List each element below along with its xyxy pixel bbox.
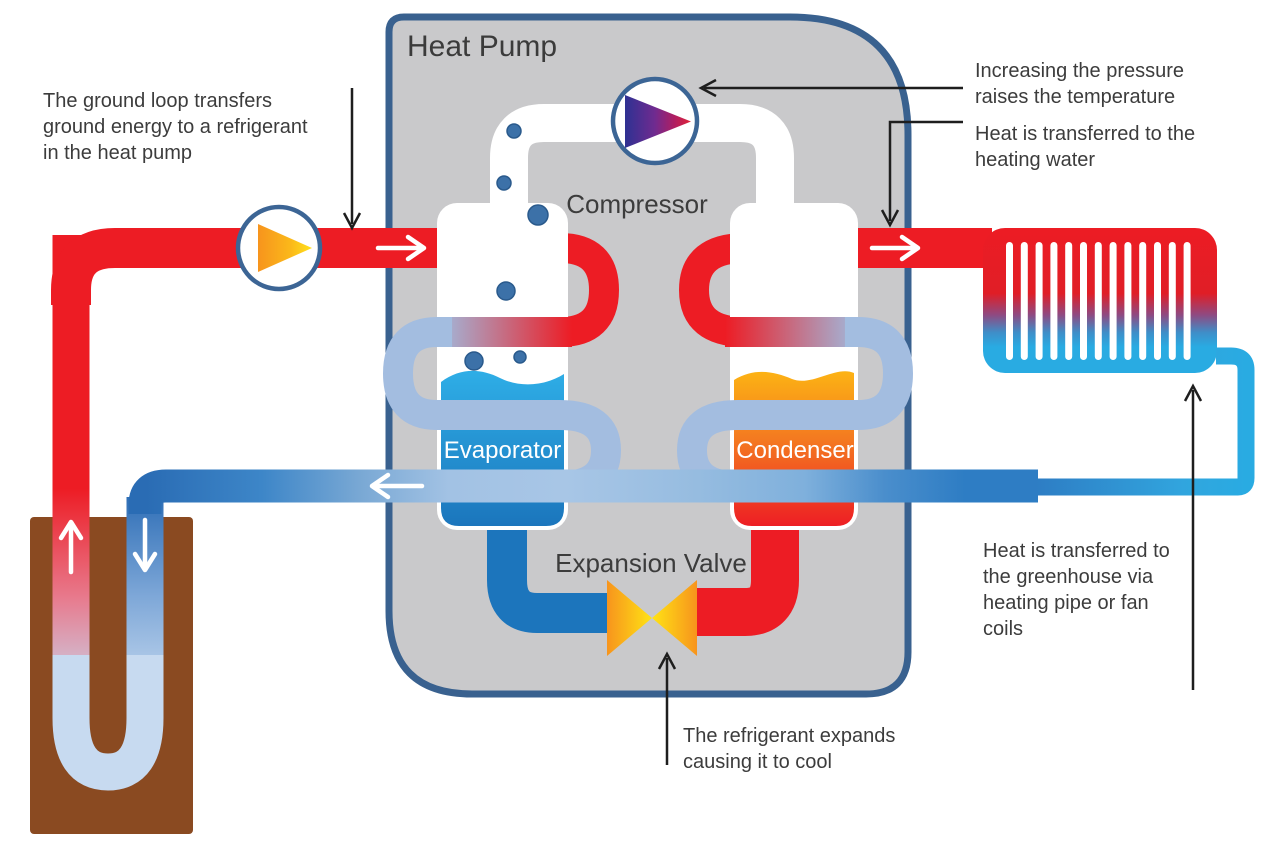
annotation-arrow-radiator [1183,383,1203,690]
annotation-line: heating water [975,149,1096,171]
annotation-arrow-compressor [698,78,963,98]
flow-arrow-down-ground [132,517,158,573]
circulation-pump-icon [235,204,323,292]
compressor-label: Compressor [566,189,708,219]
annotation-line: Increasing the pressure [975,60,1185,82]
compressor-icon [610,76,700,166]
annotation-line: heating pipe or fan [983,592,1149,614]
ground-loop-utube [52,640,164,791]
refrigerant-bubbles [464,123,549,371]
annotation-line: The ground loop transfers [43,90,273,112]
annotation-line: causing it to cool [683,751,832,773]
ground-supply-pipe [51,228,560,305]
evaporator-coil-hot [500,233,620,347]
annotation-arrows [342,78,1203,765]
annotation-expansion: The refrigerant expands causing it to co… [683,723,895,775]
annotation-arrow-valve [657,651,677,765]
condenser-coil-hot [678,233,805,347]
annotation-arrow-supply-down [342,88,362,231]
condenser-label: Condenser [736,437,854,464]
annotation-pressure: Increasing the pressure raises the tempe… [975,58,1184,110]
return-pipe-main [128,469,1038,514]
annotation-line: Heat is transferred to the [975,123,1196,145]
flow-arrow-left-return [369,472,425,500]
annotation-line: ground energy to a refrigerant [43,116,308,138]
annotation-line: Heat is transferred to [983,540,1170,562]
expansion-valve-label: Expansion Valve [555,548,747,578]
flow-arrow-up-ground [58,519,84,575]
annotation-line: coils [983,618,1024,640]
flow-arrows [58,234,921,575]
flow-arrow-right-supply [375,234,427,262]
annotation-heating-water: Heat is transferred to the heating water [975,121,1195,173]
evaporator-to-valve-pipe [487,510,615,633]
annotation-line: raises the temperature [975,86,1176,108]
annotation-line: The refrigerant expands [683,725,896,747]
annotation-greenhouse: Heat is transferred to the greenhouse vi… [983,538,1170,642]
annotation-line: the greenhouse via [983,566,1154,588]
annotation-line: in the heat pump [43,142,192,164]
flow-arrow-right-output [869,234,921,262]
annotation-arrow-heating-water [880,120,963,228]
radiator-icon [983,228,1217,373]
diagram-title: Heat Pump [407,30,558,63]
expansion-valve-icon [607,580,697,656]
annotation-ground-loop: The ground loop transfers ground energy … [43,88,308,166]
return-pipe-thin [1036,347,1255,496]
condenser-to-valve-pipe [688,510,799,636]
evaporator-label: Evaporator [443,437,562,464]
